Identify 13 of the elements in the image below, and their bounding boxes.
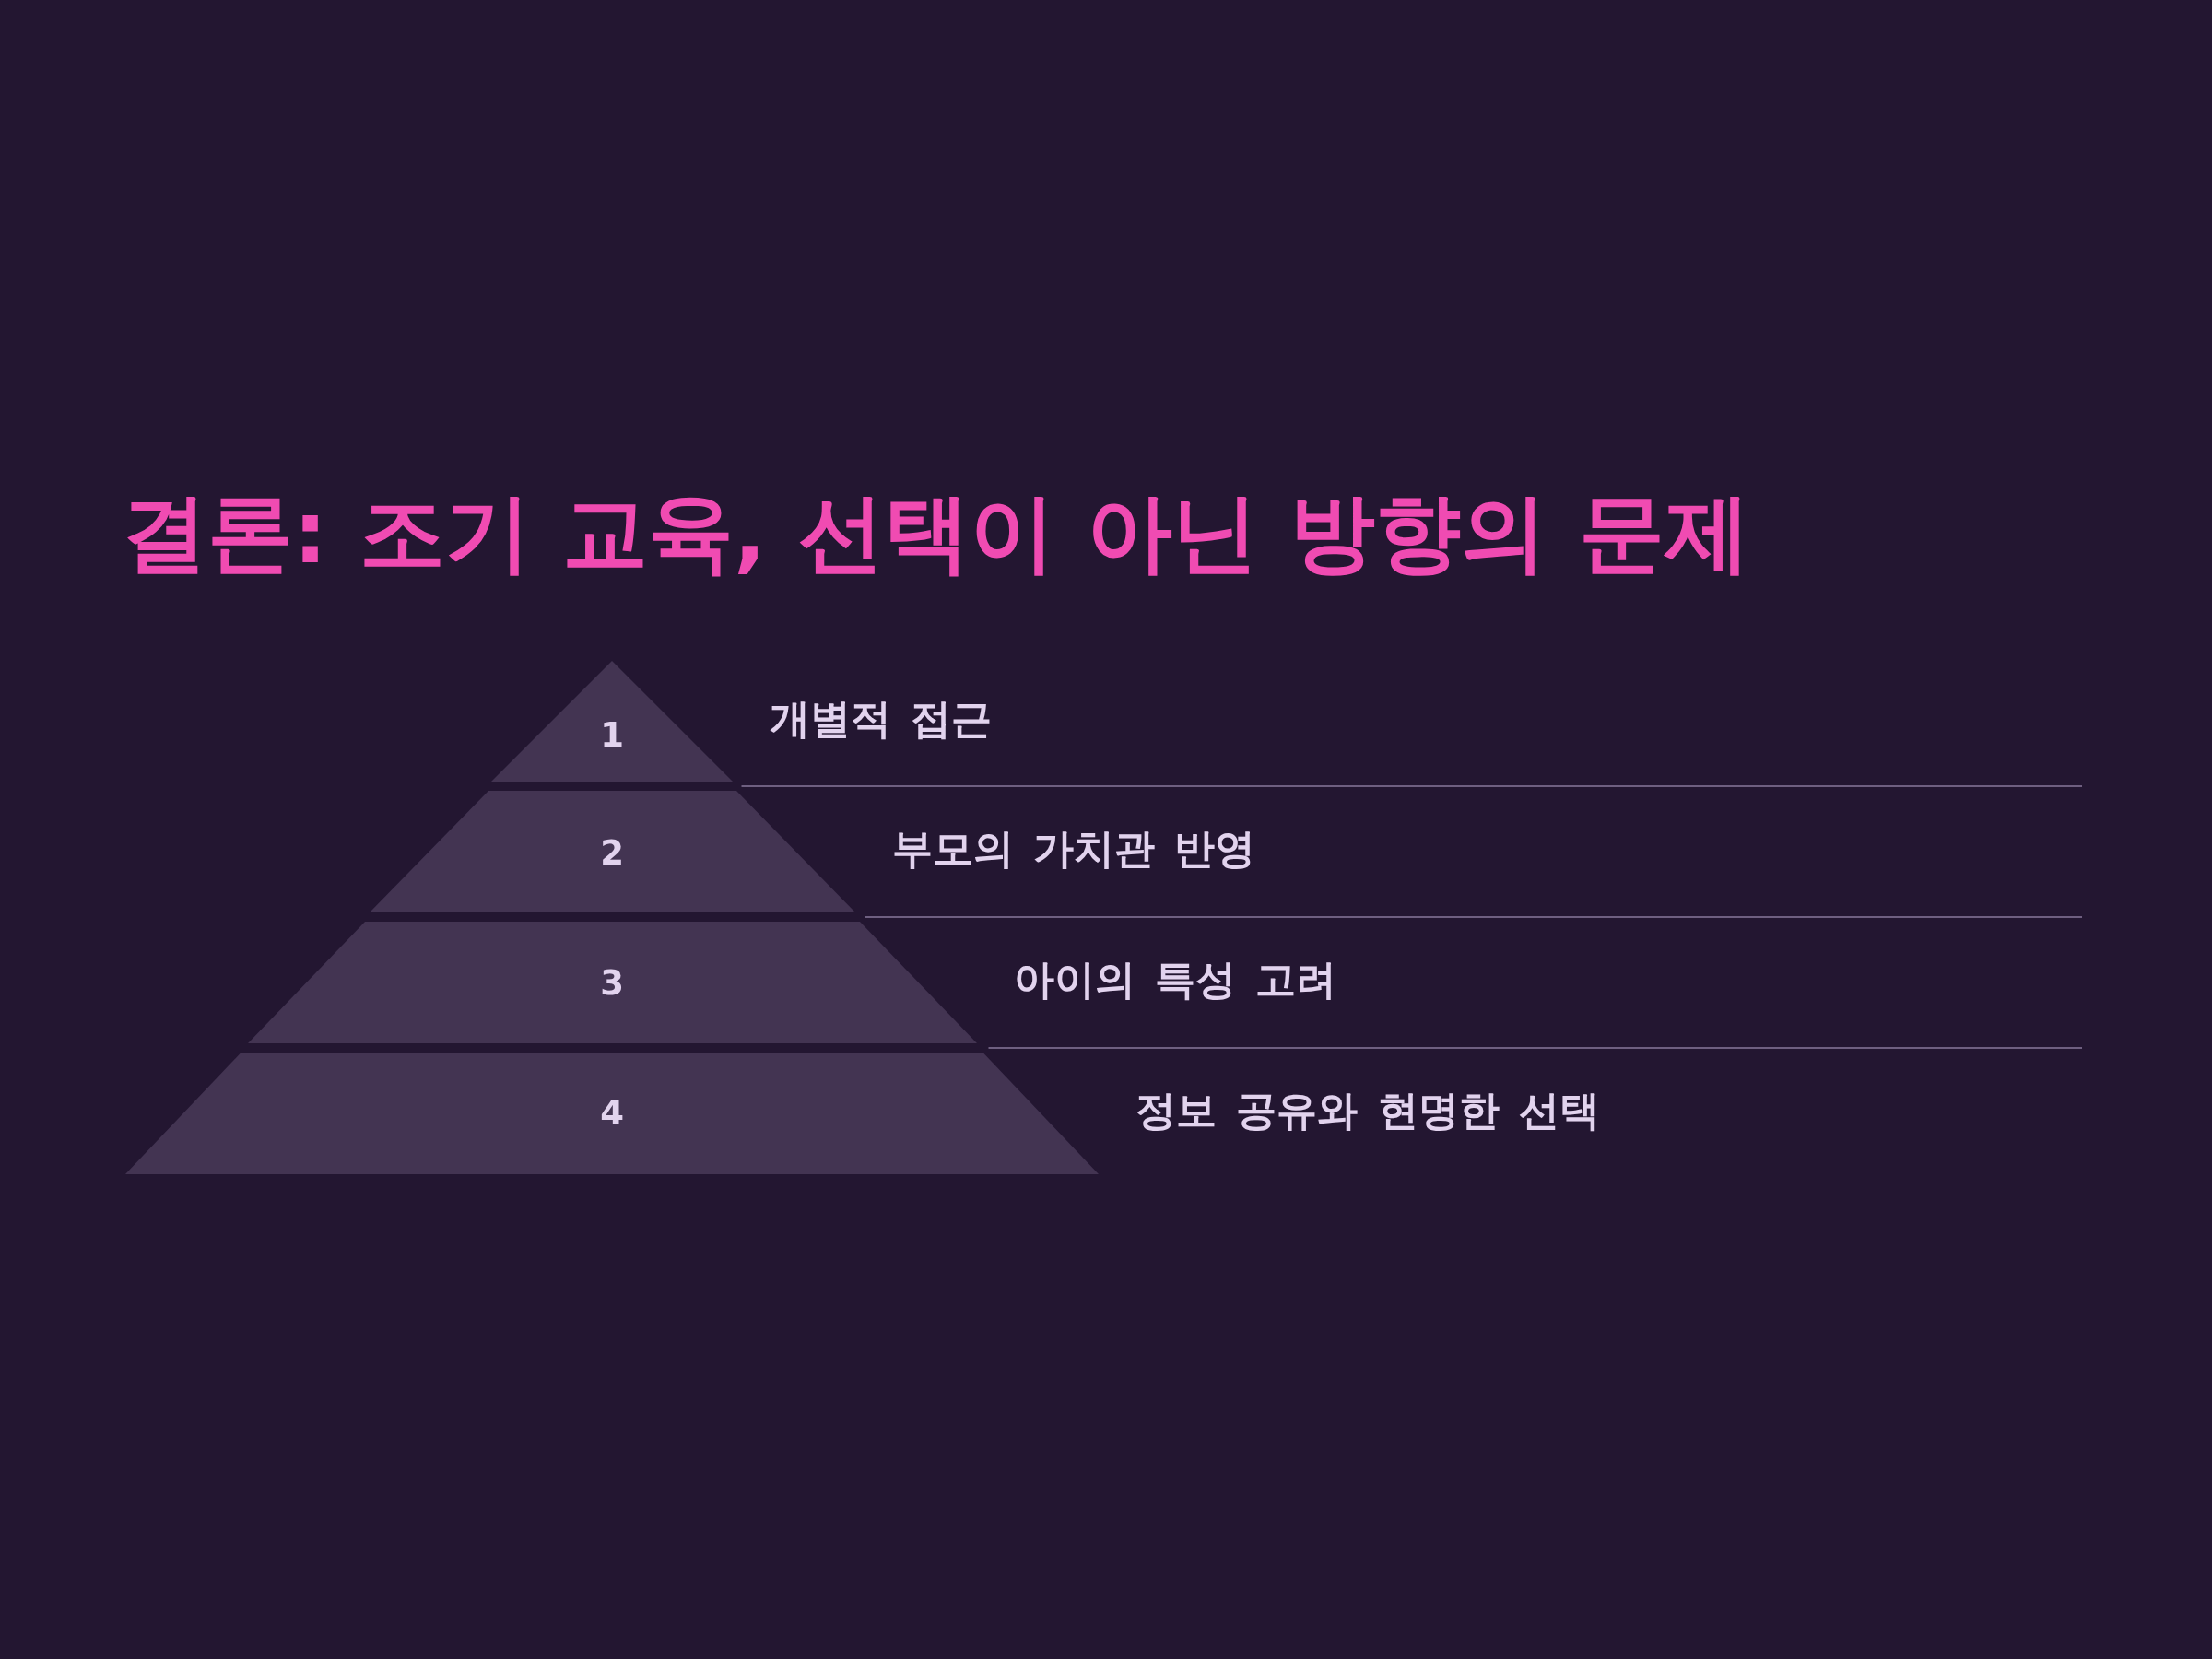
pyramid-tier <box>247 922 977 1043</box>
pyramid-tier <box>369 791 855 912</box>
tier-label: 아이의 특성 고려 <box>1013 955 1337 1005</box>
slide-title: 결론: 조기 교육, 선택이 아닌 방향의 문제 <box>122 482 1750 584</box>
tier-label: 정보 공유와 현명한 선택 <box>1135 1086 1600 1135</box>
tier-number: 1 <box>600 715 624 756</box>
pyramid-tier <box>125 1053 1099 1174</box>
pyramid-tier <box>491 661 733 782</box>
tier-number: 3 <box>600 963 624 1004</box>
tier-label: 개별적 접근 <box>770 693 993 744</box>
tier-number: 4 <box>600 1093 624 1134</box>
tier-number: 2 <box>600 833 624 874</box>
tier-label: 부모의 가치관 반영 <box>891 824 1256 874</box>
